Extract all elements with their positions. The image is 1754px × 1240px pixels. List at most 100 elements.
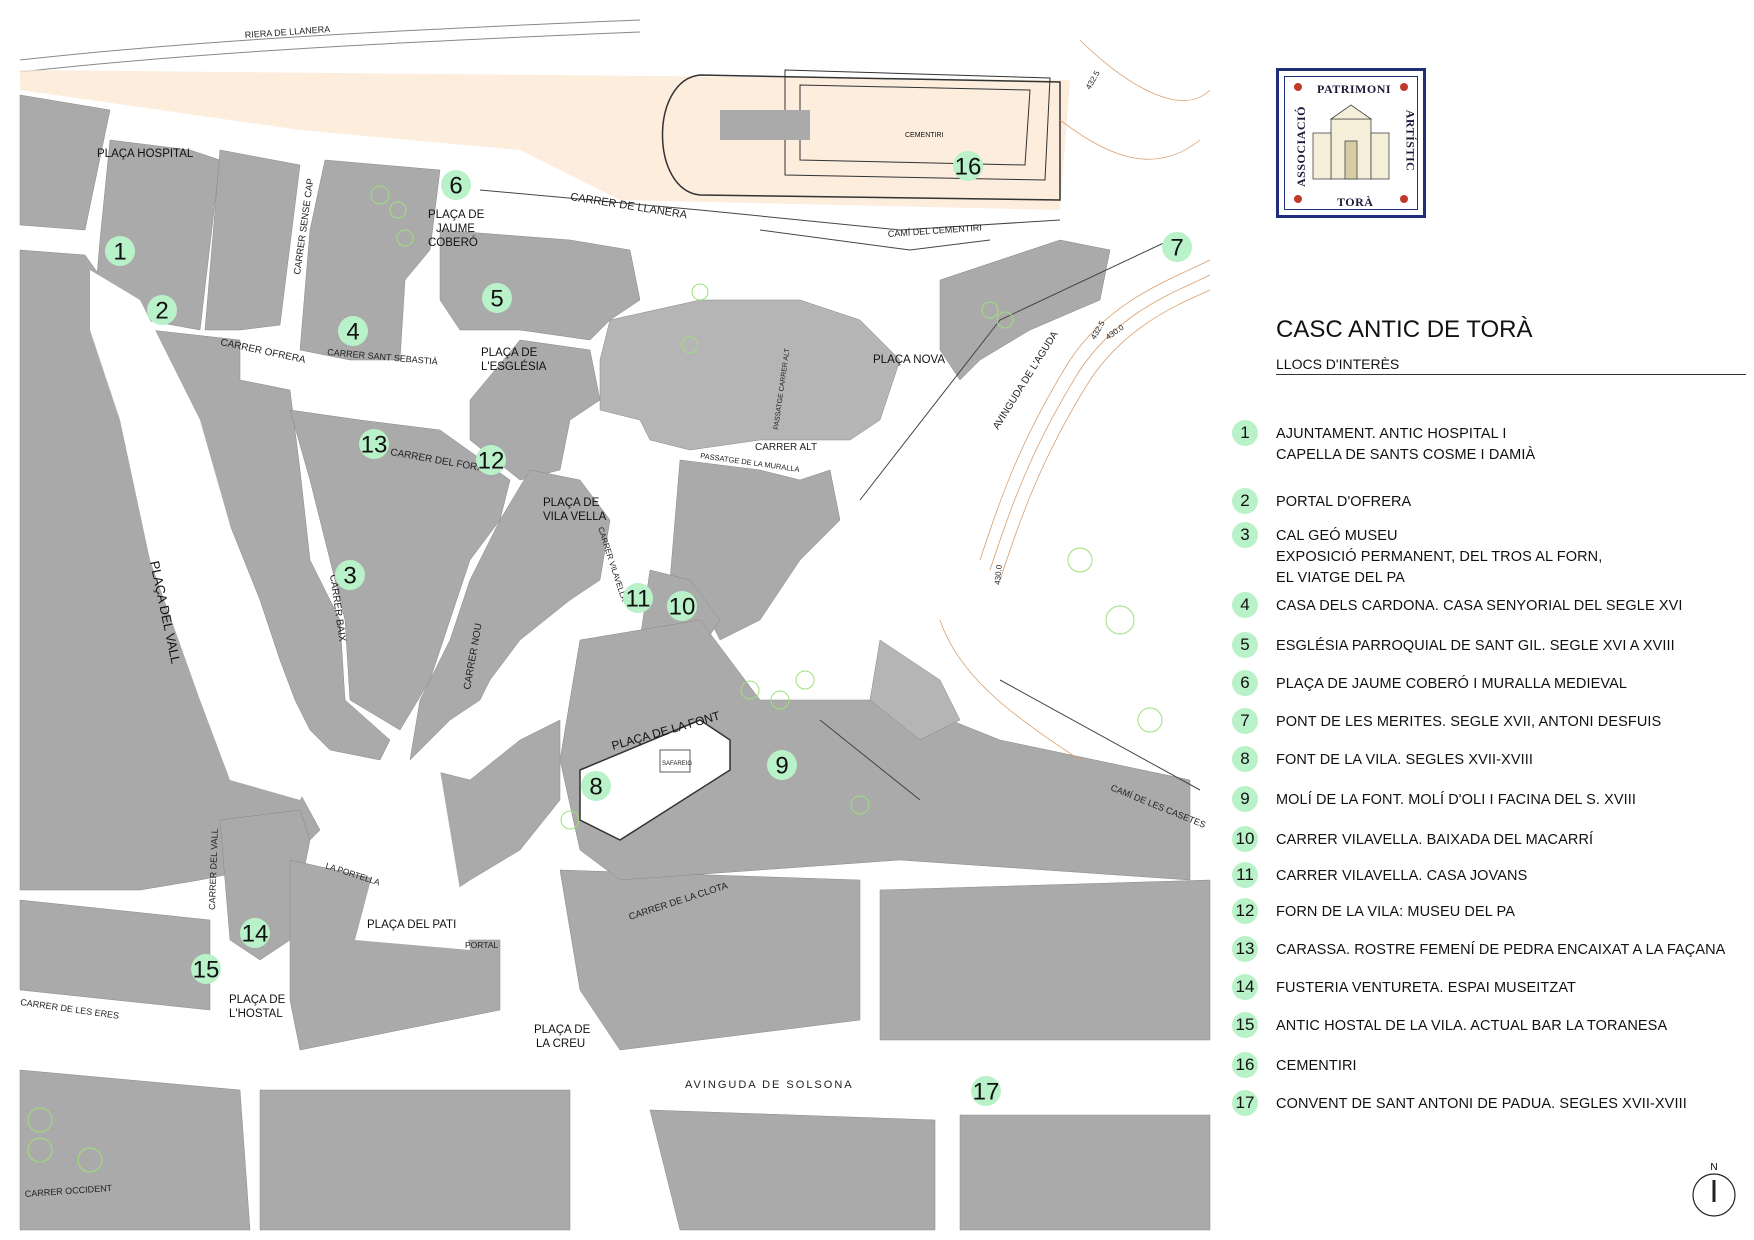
legend-item-text: AJUNTAMENT. ANTIC HOSPITAL I CAPELLA DE … bbox=[1276, 426, 1536, 463]
poi-marker-circle bbox=[335, 560, 365, 590]
place-esglesia-2: L'ESGLÉSIA bbox=[481, 360, 547, 373]
place-creu-2: LA CREU bbox=[536, 1038, 585, 1050]
legend-title: CASC ANTIC DE TORÀ bbox=[1276, 316, 1533, 343]
poi-marker-number: 1 bbox=[113, 239, 126, 266]
legend-number-badge: 14 bbox=[1232, 974, 1258, 1000]
poi-marker[interactable]: 12 bbox=[476, 445, 506, 475]
poi-marker-circle bbox=[441, 170, 471, 200]
riverbank-line bbox=[19, 19, 641, 61]
legend-item-text: ANTIC HOSTAL DE LA VILA. ACTUAL BAR LA T… bbox=[1276, 1018, 1668, 1034]
street-solsona: AVINGUDA DE SOLSONA bbox=[685, 1079, 854, 1091]
poi-marker-number: 16 bbox=[955, 154, 982, 181]
poi-marker-number: 15 bbox=[193, 957, 220, 984]
legend-number-badge: 1 bbox=[1232, 420, 1258, 446]
poi-marker-number: 6 bbox=[449, 173, 462, 200]
place-nova: PLAÇA NOVA bbox=[873, 354, 945, 366]
legend-number-badge: 4 bbox=[1232, 592, 1258, 618]
poi-marker[interactable]: 7 bbox=[1162, 232, 1192, 262]
poi-marker-circle bbox=[240, 918, 270, 948]
place-esglesia-1: PLAÇA DE bbox=[481, 347, 538, 359]
poi-marker-circle bbox=[338, 316, 368, 346]
poi-marker-circle bbox=[1162, 232, 1192, 262]
poi-marker-number: 11 bbox=[626, 586, 651, 613]
poi-marker-number: 5 bbox=[490, 286, 503, 313]
placa-de-la-font: SAFAREIG bbox=[579, 719, 731, 841]
poi-marker-number: 2 bbox=[155, 298, 168, 325]
poi-marker-circle bbox=[953, 151, 983, 181]
legend-item-text: CONVENT DE SANT ANTONI DE PADUA. SEGLES … bbox=[1276, 1096, 1687, 1112]
legend-number-badge: 5 bbox=[1232, 632, 1258, 658]
poi-marker[interactable]: 5 bbox=[482, 283, 512, 313]
poi-marker[interactable]: 14 bbox=[240, 918, 270, 948]
poi-marker-number: 8 bbox=[589, 774, 602, 801]
church-drawing-icon bbox=[1294, 83, 1408, 203]
legend-subtitle: LLOCS D'INTERÈS bbox=[1276, 356, 1400, 372]
legend-item-text: FUSTERIA VENTURETA. ESPAI MUSEITZAT bbox=[1276, 980, 1576, 996]
poi-marker-circle bbox=[581, 771, 611, 801]
poi-marker-number: 12 bbox=[478, 448, 505, 475]
poi-marker-number: 4 bbox=[346, 319, 359, 346]
legend-item-text: FONT DE LA VILA. SEGLES XVII-XVIII bbox=[1276, 752, 1533, 768]
poi-marker[interactable]: 10 bbox=[667, 591, 697, 621]
poi-marker[interactable]: 3 bbox=[335, 560, 365, 590]
poi-marker-circle bbox=[482, 283, 512, 313]
poi-marker-number: 14 bbox=[242, 921, 269, 948]
legend-number-badge: 8 bbox=[1232, 746, 1258, 772]
poi-marker[interactable]: 2 bbox=[147, 295, 177, 325]
legend-item-text: CARRER VILAVELLA. BAIXADA DEL MACARRÍ bbox=[1276, 832, 1594, 848]
poi-marker-circle bbox=[105, 236, 135, 266]
poi-marker[interactable]: 16 bbox=[953, 151, 983, 181]
safareig-label: SAFAREIG bbox=[662, 761, 692, 767]
legend-number-badge: 16 bbox=[1232, 1052, 1258, 1078]
legend-number-badge: 2 bbox=[1232, 488, 1258, 514]
place-vila-vella-2: VILA VELLA bbox=[543, 511, 607, 523]
poi-marker-circle bbox=[191, 954, 221, 984]
logo-text-bottom: TORÀ bbox=[1337, 195, 1374, 209]
legend-item-text: PONT DE LES MERITES. SEGLE XVII, ANTONI … bbox=[1276, 714, 1662, 730]
north-arrow-icon: N bbox=[1692, 1162, 1736, 1217]
legend-item-text: CEMENTIRI bbox=[1276, 1058, 1357, 1074]
poi-marker[interactable]: 17 bbox=[971, 1076, 1001, 1106]
legend-item-text: MOLÍ DE LA FONT. MOLÍ D'OLI I FACINA DEL… bbox=[1276, 792, 1637, 808]
legend-item-text: FORN DE LA VILA: MUSEU DEL PA bbox=[1276, 904, 1515, 920]
place-pati: PLAÇA DEL PATI bbox=[367, 919, 456, 931]
poi-marker[interactable]: 8 bbox=[581, 771, 611, 801]
poi-marker-number: 13 bbox=[361, 432, 388, 459]
contour-lines bbox=[939, 39, 1211, 761]
poi-marker[interactable]: 6 bbox=[441, 170, 471, 200]
poi-marker-number: 3 bbox=[343, 563, 356, 590]
poi-marker-circle bbox=[476, 445, 506, 475]
street-alt: CARRER ALT bbox=[755, 442, 817, 453]
street-portal: PORTAL bbox=[465, 940, 498, 950]
poi-marker[interactable]: 1 bbox=[105, 236, 135, 266]
road-edges bbox=[479, 189, 1201, 801]
legend-item-text: PORTAL D'OFRERA bbox=[1276, 494, 1412, 510]
poi-marker[interactable]: 15 bbox=[191, 954, 221, 984]
legend-item-text: ESGLÉSIA PARROQUIAL DE SANT GIL. SEGLE X… bbox=[1276, 638, 1675, 654]
legend-number-badge: 9 bbox=[1232, 786, 1258, 812]
poi-marker-circle bbox=[767, 750, 797, 780]
poi-marker[interactable]: 9 bbox=[767, 750, 797, 780]
legend-number-badge: 7 bbox=[1232, 708, 1258, 734]
poi-marker-number: 10 bbox=[669, 594, 696, 621]
place-creu-1: PLAÇA DE bbox=[534, 1024, 591, 1036]
place-jaume-2: JAUME bbox=[436, 223, 475, 235]
legend-number-badge: 10 bbox=[1232, 826, 1258, 852]
legend-number-badge: 13 bbox=[1232, 936, 1258, 962]
poi-marker-circle bbox=[971, 1076, 1001, 1106]
poi-marker[interactable]: 4 bbox=[338, 316, 368, 346]
poi-marker-number: 9 bbox=[775, 753, 788, 780]
legend-item-text: CARRER VILAVELLA. CASA JOVANS bbox=[1276, 868, 1528, 884]
legend-item-text: PLAÇA DE JAUME COBERÓ I MURALLA MEDIEVAL bbox=[1276, 676, 1628, 692]
poi-marker[interactable]: 11 bbox=[623, 583, 653, 613]
logo-text-top: PATRIMONI bbox=[1317, 82, 1392, 96]
poi-marker-circle bbox=[359, 429, 389, 459]
trees bbox=[27, 185, 1163, 1173]
association-logo: PATRIMONI ASSOCIACIÓ ARTÍSTIC TORÀ bbox=[1276, 68, 1426, 218]
legend-number-badge: 6 bbox=[1232, 670, 1258, 696]
legend-number-badge: 11 bbox=[1232, 862, 1258, 888]
place-jaume-3: COBERÓ bbox=[428, 236, 478, 249]
poi-marker[interactable]: 13 bbox=[359, 429, 389, 459]
poi-marker-number: 17 bbox=[973, 1079, 1000, 1106]
